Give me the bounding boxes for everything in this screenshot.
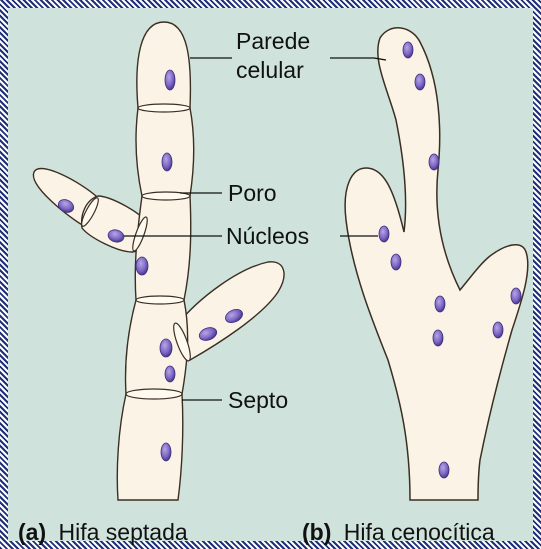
coenocytic-body: [345, 28, 528, 500]
nucleus: [511, 288, 521, 304]
nucleus: [439, 462, 449, 478]
septum: [136, 296, 184, 304]
nucleus: [161, 443, 171, 461]
main-segment-3: [135, 196, 191, 300]
septate-hypha: [33, 22, 284, 500]
nucleus: [165, 366, 175, 382]
main-segment-tip: [137, 22, 191, 108]
nucleus: [429, 154, 439, 170]
label-cell-wall-line1: Parede: [236, 28, 310, 54]
caption-b-letter: (b): [302, 519, 331, 545]
nucleus: [379, 226, 389, 242]
caption-b: (b) Hifa cenocítica: [302, 519, 495, 545]
nucleus: [160, 339, 172, 357]
caption-a-text: Hifa septada: [59, 519, 188, 545]
septum: [126, 389, 182, 399]
septum: [138, 104, 190, 112]
nucleus: [433, 330, 443, 346]
nucleus: [136, 257, 148, 275]
nucleus: [493, 322, 503, 338]
label-nuclei: Núcleos: [226, 223, 309, 249]
nucleus: [165, 70, 175, 90]
coenocytic-hypha: [345, 28, 528, 500]
caption-b-text: Hifa cenocítica: [344, 519, 495, 545]
nucleus: [435, 296, 445, 312]
nucleus: [162, 153, 172, 171]
main-segment-5: [117, 394, 183, 500]
nucleus: [415, 74, 425, 90]
label-septum: Septo: [228, 387, 288, 413]
leader-cell-wall-b: [330, 58, 386, 60]
caption-a: (a) Hifa septada: [18, 519, 188, 545]
label-pore: Poro: [228, 180, 277, 206]
nucleus: [403, 42, 413, 58]
nucleus: [391, 254, 401, 270]
label-cell-wall-line2: celular: [236, 57, 304, 83]
main-segment-2: [136, 108, 194, 196]
caption-a-letter: (a): [18, 519, 46, 545]
